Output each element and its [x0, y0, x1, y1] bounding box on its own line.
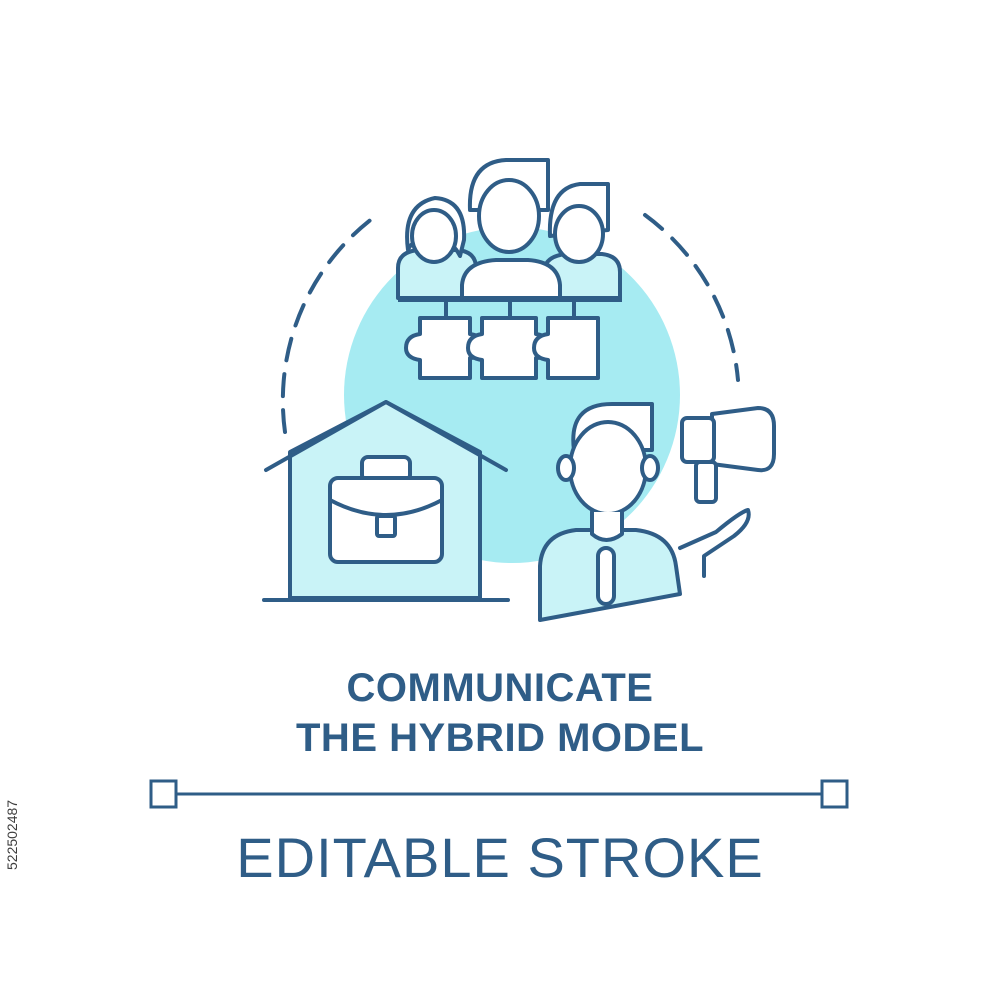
- stock-id-watermark: 522502487: [4, 799, 20, 870]
- briefcase-icon: [328, 455, 444, 564]
- puzzle-icon: [404, 300, 600, 380]
- team-icon: [396, 158, 622, 302]
- editable-stroke-rule: [149, 779, 849, 809]
- title-line-1: COMMUNICATE: [346, 666, 654, 710]
- speaker-person-icon: [538, 402, 751, 622]
- stroke-handle-left: [149, 779, 178, 809]
- megaphone-icon: [680, 406, 776, 504]
- stroke-handle-right: [820, 779, 849, 809]
- editable-stroke-label: EDITABLE STROKE: [236, 826, 764, 889]
- title-line-2: THE HYBRID MODEL: [296, 716, 704, 760]
- dashed-arc: [280, 213, 379, 434]
